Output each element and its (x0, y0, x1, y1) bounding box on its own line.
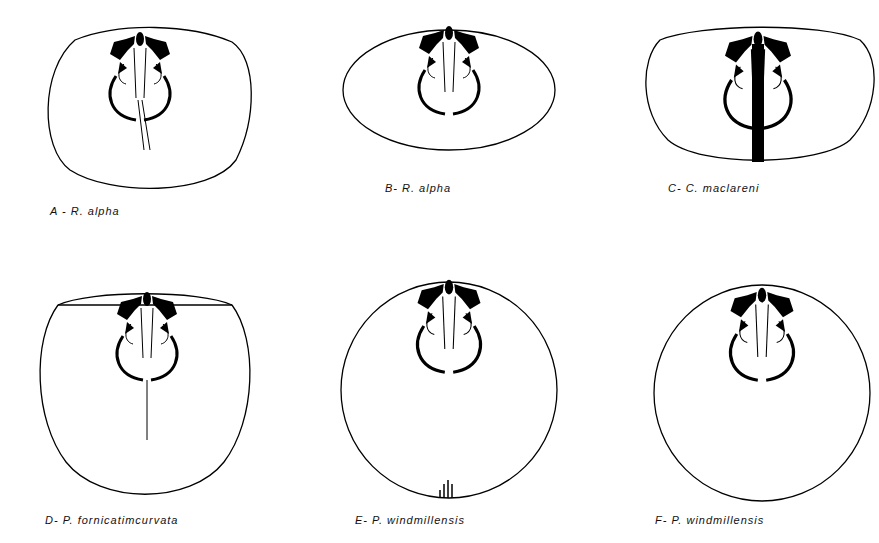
figure-label: A - R. alpha (50, 205, 120, 217)
figure-label: B- R. alpha (385, 182, 451, 194)
figure-label: D- P. fornicatimcurvata (45, 514, 178, 526)
figure-label: F- P. windmillensis (655, 514, 764, 526)
figure-label: C- C. maclareni (668, 182, 759, 194)
figure-label: E- P. windmillensis (355, 514, 465, 526)
